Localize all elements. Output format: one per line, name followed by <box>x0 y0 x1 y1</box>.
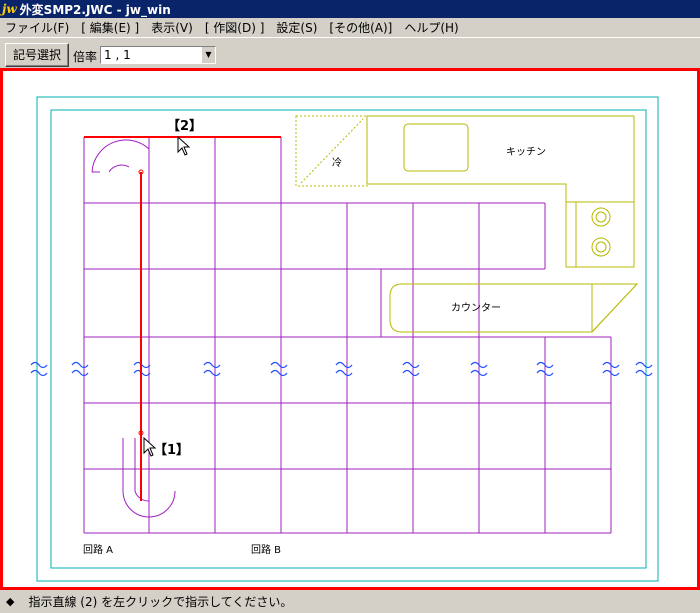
app-logo: jw <box>2 2 17 16</box>
diamond-icon: ◆ <box>6 595 15 608</box>
cursor-icon <box>177 135 191 156</box>
status-message: 指示直線 (2) を左クリックで指示してください。 <box>28 595 293 609</box>
endpoint-marker-bottom <box>138 430 144 436</box>
sink <box>403 123 469 172</box>
kitchen-furniture <box>295 115 639 333</box>
selected-lines[interactable] <box>84 136 281 501</box>
menu-settings[interactable]: 設定(S) <box>276 21 318 35</box>
drawing-canvas[interactable]: 【2】 【1】 キッチン 冷 カウンター 回路 A 回路 B <box>0 68 700 590</box>
circuit-a-label: 回路 A <box>83 543 113 556</box>
menu-view[interactable]: 表示(V) <box>151 21 193 35</box>
break-marks <box>30 361 653 377</box>
counter-label: カウンター <box>451 302 501 314</box>
menu-file[interactable]: ファイル(F) <box>5 21 70 35</box>
menu-edit[interactable]: [ 編集(E) ] <box>81 21 140 35</box>
toolbar: 記号選択 倍率 1 , 1 ▼ <box>0 37 700 69</box>
endpoint-marker-top <box>138 169 144 175</box>
floor-plan[interactable]: 【2】 【1】 キッチン 冷 カウンター 回路 A 回路 B <box>3 71 697 587</box>
door-swing-bottom <box>122 438 176 518</box>
menu-draw[interactable]: [ 作図(D) ] <box>204 21 265 35</box>
window-title: 外変SMP2.JWC - jw_win <box>19 2 171 17</box>
chevron-down-icon[interactable]: ▼ <box>201 47 215 63</box>
fridge-label: 冷 <box>332 156 342 169</box>
marker-2-label: 【2】 <box>167 118 202 134</box>
counter <box>389 283 639 333</box>
scale-label: 倍率 <box>73 50 98 64</box>
paper-border <box>36 96 659 582</box>
kitchen-label: キッチン <box>506 146 546 158</box>
tile-grid <box>83 136 612 534</box>
cursor-icon <box>143 436 157 457</box>
scale-value: 1 , 1 <box>104 48 131 62</box>
kitchen-counter <box>366 115 635 203</box>
symbol-select-button[interactable]: 記号選択 <box>5 43 69 67</box>
title-bar: jw 外変SMP2.JWC - jw_win <box>0 0 700 18</box>
door-swing-top <box>91 139 150 173</box>
status-bar: ◆ 指示直線 (2) を左クリックで指示してください。 <box>0 590 700 613</box>
scale-select[interactable]: 1 , 1 ▼ <box>100 46 216 64</box>
menu-bar: ファイル(F) [ 編集(E) ] 表示(V) [ 作図(D) ] 設定(S) … <box>0 18 700 37</box>
menu-help[interactable]: ヘルプ(H) <box>404 21 459 35</box>
marker-1-label: 【1】 <box>154 442 189 458</box>
circuit-b-label: 回路 B <box>251 543 281 556</box>
menu-other[interactable]: [その他(A)] <box>329 21 393 35</box>
